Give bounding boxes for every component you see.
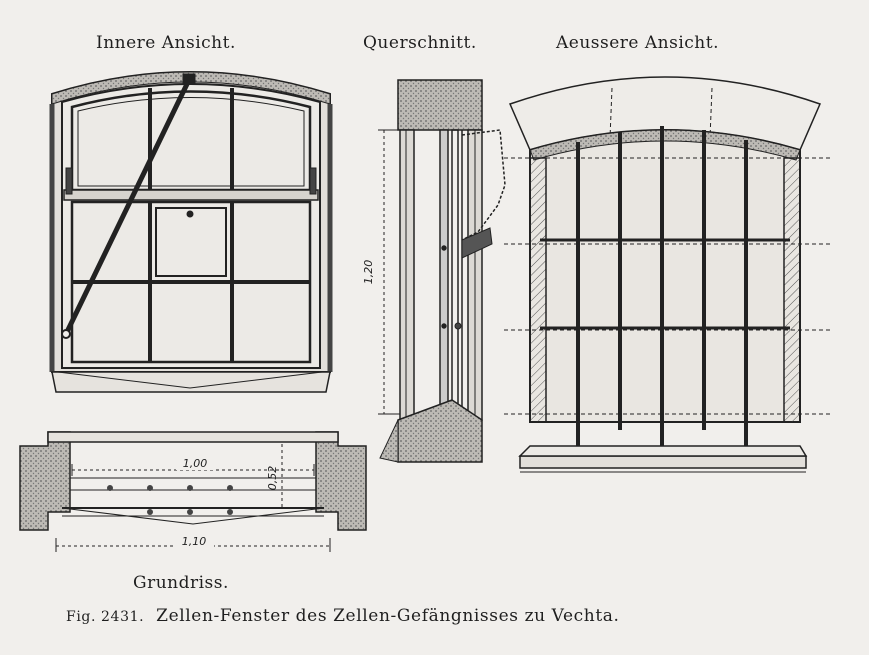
figure-caption: Fig. 2431. Zellen-Fenster des Zellen-Gef… (66, 606, 620, 626)
figure-number: Fig. 2431. (66, 609, 145, 625)
height-dimension: 1,20 (362, 260, 375, 285)
inner-width-dimension: 1,00 (183, 457, 208, 470)
plan-label: Grundriss. (133, 573, 229, 593)
outer-width-dimension: 1,10 (182, 535, 207, 548)
inner-view-drawing (49, 71, 333, 393)
window-bars (576, 126, 748, 450)
figure-title: Zellen-Fenster des Zellen-Gefängnisses z… (156, 606, 620, 626)
plan-drawing: 1,00 0,52 1,10 (19, 431, 367, 552)
depth-dimension: 0,52 (266, 466, 279, 491)
outer-view-label: Aeussere Ansicht. (556, 33, 719, 53)
cross-section-drawing: 1,20 (362, 79, 506, 463)
cross-section-label: Querschnitt. (363, 33, 477, 53)
inner-view-label: Innere Ansicht. (96, 33, 236, 53)
outer-view-drawing (504, 76, 830, 473)
